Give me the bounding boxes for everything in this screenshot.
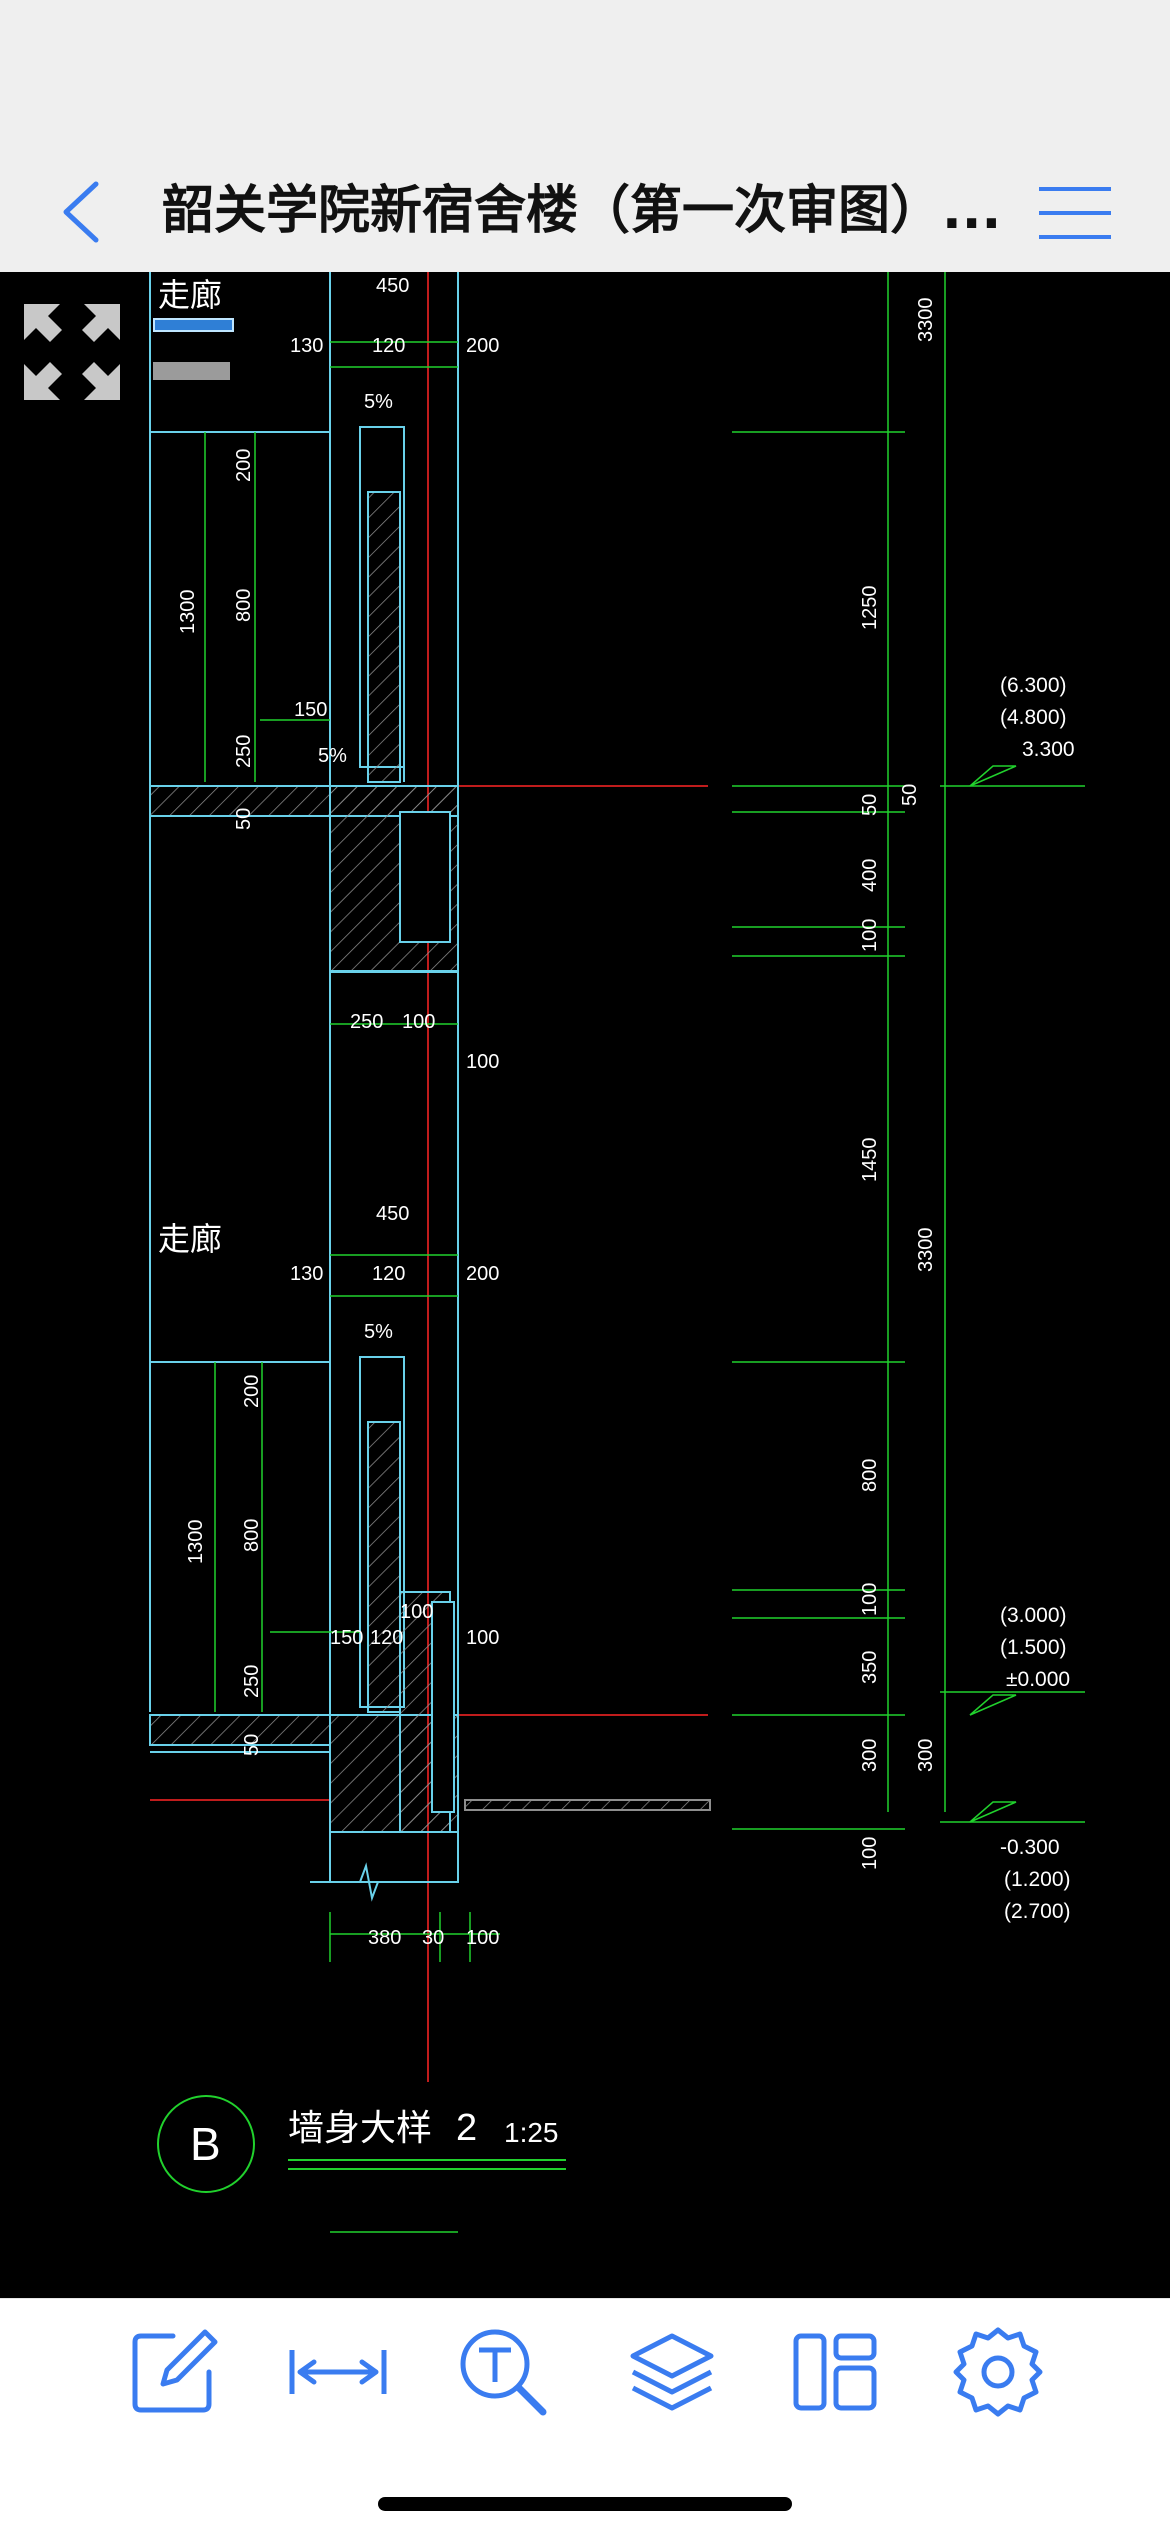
- dim-800-vert-top: 800: [233, 589, 255, 622]
- expand-arrows-icon: [24, 304, 120, 400]
- detail-number: 2: [456, 2107, 477, 2149]
- dim-50-vert-right: 50: [859, 794, 881, 816]
- fullscreen-button[interactable]: [20, 300, 124, 404]
- dim-150-lower: 150: [330, 1627, 363, 1649]
- edit-icon: [132, 2329, 218, 2413]
- navigation-bar: 韶关学院新宿舍楼（第一次审图）...: [0, 150, 1170, 273]
- dim-200-top: 200: [466, 335, 499, 357]
- dim-50-vert-top: 50: [233, 808, 255, 830]
- dim-450-mid: 450: [376, 1203, 409, 1225]
- layers-icon: [630, 2333, 714, 2411]
- settings-button[interactable]: [943, 2317, 1053, 2427]
- measure-button[interactable]: [283, 2317, 393, 2427]
- dim-450-top: 450: [376, 275, 409, 297]
- detail-scale: 1:25: [504, 2117, 559, 2148]
- hatched-sections: [149, 491, 711, 1883]
- dim-100-mid: 100: [402, 1011, 435, 1033]
- wall-section-drawing: 450 130 120 200 5% 150 5% 250 100 100 45…: [149, 272, 1085, 2233]
- menu-button[interactable]: [1030, 176, 1120, 250]
- dim-1300-vert-lower: 1300: [185, 1520, 207, 1565]
- page-title: 韶关学院新宿舍楼（第一次审图）...: [162, 181, 1002, 241]
- measure-icon: [289, 2350, 387, 2394]
- bottom-toolbar: [0, 2298, 1170, 2533]
- dim-200-vert-lower: 200: [241, 1375, 263, 1408]
- elevation-markers: [969, 765, 1017, 1823]
- dim-250-mid: 250: [350, 1011, 383, 1033]
- dim-100-lower-right: 100: [466, 1627, 499, 1649]
- dim-100-vert-a: 100: [859, 919, 881, 952]
- break-line: [310, 1862, 420, 1902]
- dim-100-bottom: 100: [466, 1927, 499, 1949]
- settings-icon: [953, 2327, 1043, 2417]
- axis-bubble: [157, 2095, 255, 2193]
- dim-120-top: 120: [372, 335, 405, 357]
- dim-800-vert-lower: 800: [241, 1519, 263, 1552]
- dim-100-lower: 100: [400, 1601, 433, 1623]
- dim-250-vert-top: 250: [233, 735, 255, 768]
- layout-button[interactable]: [780, 2317, 890, 2427]
- dim-380: 380: [368, 1927, 401, 1949]
- dim-130-mid: 130: [290, 1263, 323, 1285]
- axis-letter: B: [190, 2118, 221, 2170]
- dim-30: 30: [422, 1927, 444, 1949]
- dim-350-vert: 350: [859, 1651, 881, 1684]
- elev-lower-1: -0.300: [1000, 1836, 1060, 1859]
- elev-lower-2: (1.200): [1004, 1868, 1071, 1891]
- title-block: B 墙身大样 2 1:25: [157, 2095, 566, 2193]
- slope-mid: 5%: [318, 745, 347, 767]
- elev-upper-2: (4.800): [1000, 706, 1067, 729]
- dim-100-vert-c: 100: [859, 1837, 881, 1870]
- back-button[interactable]: [40, 172, 120, 252]
- dim-50-vert-far: 50: [899, 784, 921, 806]
- hamburger-icon: [1039, 187, 1111, 239]
- dim-250-vert-lower: 250: [241, 1665, 263, 1698]
- text-search-button[interactable]: [448, 2317, 558, 2427]
- dim-300-vert-b: 300: [915, 1739, 937, 1772]
- text-search-icon: [460, 2329, 547, 2416]
- slope-top: 5%: [364, 391, 393, 413]
- room-label-top: 走廊: [158, 277, 222, 313]
- dim-100-right: 100: [466, 1051, 499, 1073]
- dimension-lines: [204, 272, 1085, 2233]
- dim-120-mid: 120: [372, 1263, 405, 1285]
- dim-1250-vert: 1250: [859, 586, 881, 631]
- layer-swatch-active: [153, 318, 234, 332]
- elev-upper-3: 3.300: [1022, 738, 1075, 761]
- status-bar: [0, 0, 1170, 150]
- dim-100-vert-b: 100: [859, 1583, 881, 1616]
- dim-50-vert-lower: 50: [241, 1734, 263, 1756]
- dim-3300-vert-top: 3300: [915, 298, 937, 343]
- chevron-left-icon: [63, 181, 99, 243]
- layers-button[interactable]: [617, 2317, 727, 2427]
- dim-200-vert-top: 200: [233, 449, 255, 482]
- dim-120-lower: 120: [370, 1627, 403, 1649]
- dim-150-top: 150: [294, 699, 327, 721]
- dim-800-vert-right: 800: [859, 1459, 881, 1492]
- slope-lower: 5%: [364, 1321, 393, 1343]
- layout-icon: [793, 2333, 877, 2411]
- elev-upper-1: (6.300): [1000, 674, 1067, 697]
- dim-1300-vert-top: 1300: [177, 590, 199, 635]
- wall-outlines: [149, 272, 459, 1882]
- dim-1450-vert: 1450: [859, 1138, 881, 1183]
- layer-swatch-gray: [153, 362, 230, 380]
- dim-400-vert: 400: [859, 859, 881, 892]
- room-label-mid: 走廊: [158, 1221, 222, 1257]
- dim-300-vert-a: 300: [859, 1739, 881, 1772]
- home-indicator: [378, 2497, 792, 2511]
- elev-lower-3: (2.700): [1004, 1900, 1071, 1923]
- edit-button[interactable]: [118, 2317, 228, 2427]
- detail-name: 墙身大样: [288, 2107, 432, 2148]
- dim-130-top: 130: [290, 335, 323, 357]
- elev-middle-1: (3.000): [1000, 1604, 1067, 1627]
- cad-canvas[interactable]: 450 130 120 200 5% 150 5% 250 100 100 45…: [0, 272, 1170, 2298]
- dim-200-mid: 200: [466, 1263, 499, 1285]
- elev-middle-2: (1.500): [1000, 1636, 1067, 1659]
- elev-middle-3: ±0.000: [1006, 1668, 1070, 1691]
- dim-3300-vert-mid: 3300: [915, 1228, 937, 1273]
